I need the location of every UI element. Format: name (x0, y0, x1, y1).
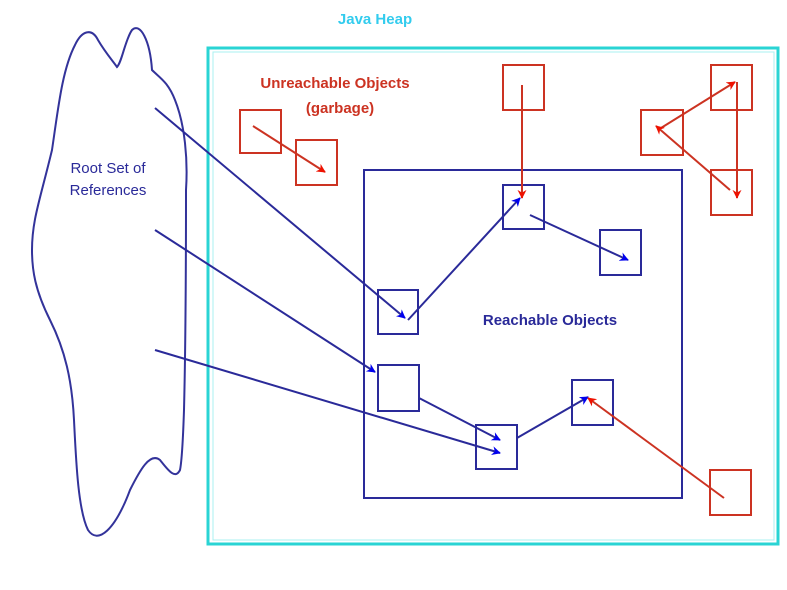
reachable-edge-r5-r6 (516, 396, 589, 439)
root-set-label-line2: References (70, 182, 147, 199)
reachable-edge-r4-r5 (418, 397, 501, 441)
java-heap-region (206, 46, 780, 546)
garbage-object-cycle-2 (710, 64, 753, 111)
root-reference-arrow-1 (154, 107, 406, 319)
reachable-edge-r2-r3 (529, 214, 629, 261)
garbage-object-cycle-1 (640, 109, 684, 156)
garbage-edge-cycle-3-1 (655, 125, 731, 191)
garbage-object-cycle-3 (710, 169, 753, 216)
root-set-cloud (30, 27, 188, 537)
unreachable-label-line1: Unreachable Objects (260, 75, 409, 92)
root-reference-arrow-3 (154, 349, 501, 455)
reachable-object-r6 (571, 379, 614, 426)
reachable-object-r1 (377, 289, 419, 335)
reachable-object-r3 (599, 229, 642, 276)
garbage-edge-bottom-right-r6 (587, 397, 725, 499)
root-reference-arrow-2 (154, 229, 376, 373)
reachable-object-r5 (475, 424, 518, 470)
garbage-edge-g1-g2 (252, 125, 326, 173)
reachable-object-r2 (502, 184, 545, 230)
reachable-object-r4 (377, 364, 420, 412)
garbage-object-bottom-right (709, 469, 752, 516)
java-heap-title: Java Heap (338, 11, 412, 28)
root-set-label-line1: Root Set of (70, 160, 146, 177)
garbage-edge-cycle-1-2 (660, 81, 736, 129)
garbage-object-top (502, 64, 545, 111)
garbage-object-g2 (295, 139, 338, 186)
unreachable-label-line2: (garbage) (306, 100, 374, 117)
garbage-object-g1 (239, 109, 282, 154)
reachable-edge-r1-r2 (407, 197, 521, 321)
reachable-objects-label: Reachable Objects (483, 312, 617, 329)
